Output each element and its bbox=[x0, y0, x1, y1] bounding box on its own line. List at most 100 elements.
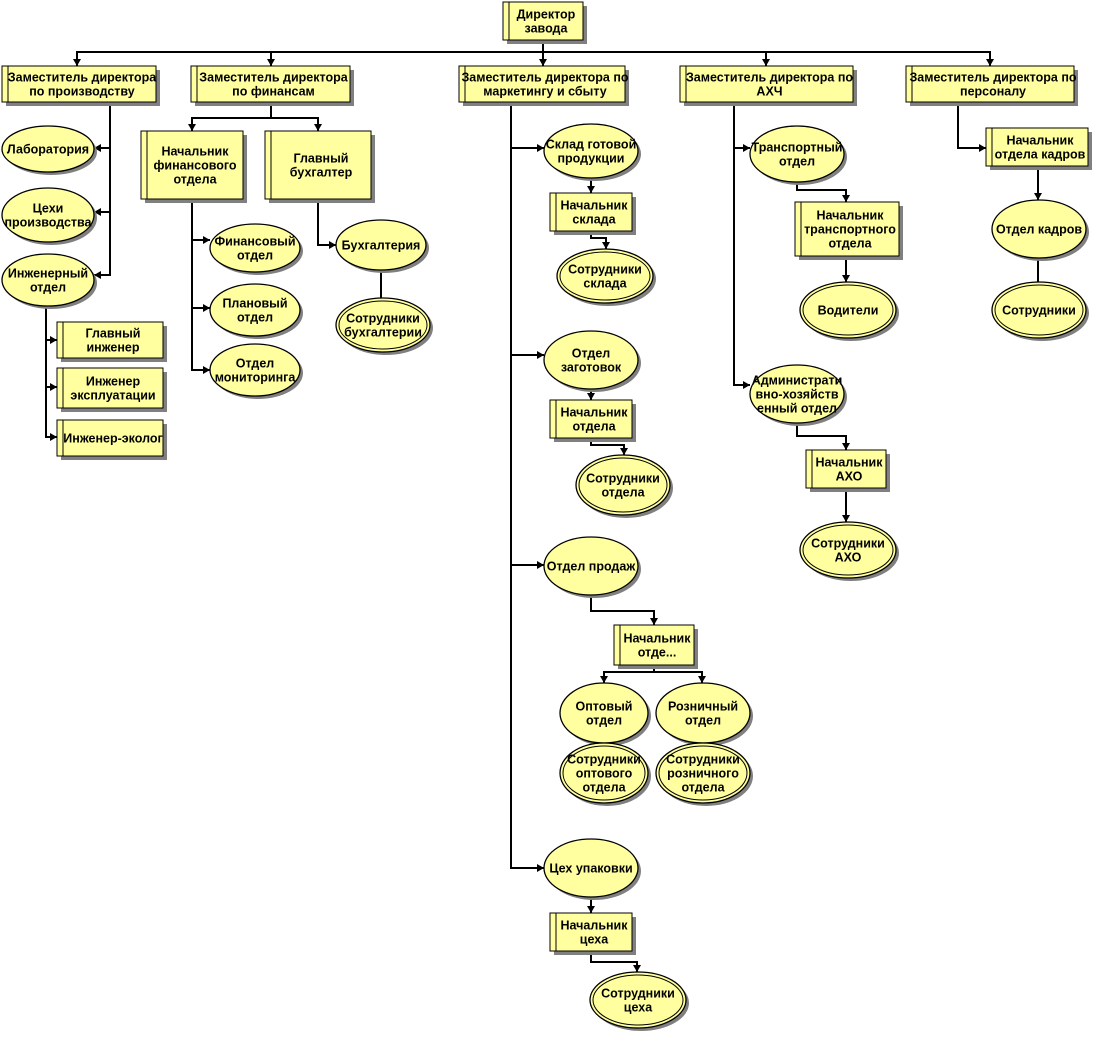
arrow-head bbox=[314, 124, 322, 131]
connector-line bbox=[191, 240, 210, 309]
arrow-head bbox=[267, 59, 275, 66]
node-box bbox=[56, 419, 164, 457]
node-box bbox=[264, 130, 372, 200]
connector-line bbox=[510, 565, 544, 869]
node-label: Заместитель директора по bbox=[909, 71, 1076, 85]
arrow-head bbox=[329, 241, 336, 249]
node-box bbox=[805, 449, 887, 489]
node-drivers[interactable]: Водители bbox=[799, 281, 899, 341]
node-label: отдела bbox=[173, 173, 217, 187]
arrow-head bbox=[602, 242, 610, 249]
arrow-head bbox=[50, 336, 57, 344]
node-hr-staff[interactable]: Сотрудники bbox=[991, 281, 1089, 341]
node-label: оптового bbox=[576, 767, 633, 781]
arrow-head bbox=[203, 366, 210, 374]
node-label: отдел bbox=[685, 714, 721, 728]
node-label: АХЧ bbox=[756, 85, 782, 99]
node-ellipse bbox=[749, 364, 845, 424]
connector-line bbox=[543, 51, 767, 66]
connector-line bbox=[45, 340, 57, 388]
connector-line bbox=[733, 102, 750, 149]
node-box bbox=[905, 65, 1075, 103]
node-box bbox=[794, 201, 900, 257]
node-ellipse bbox=[991, 199, 1087, 259]
node-label: Плановый bbox=[222, 297, 287, 311]
node-label: Отдел кадров bbox=[996, 223, 1082, 237]
connector-line bbox=[766, 51, 991, 66]
arrow-head bbox=[188, 124, 196, 131]
node-label: Начальник bbox=[561, 199, 629, 213]
node-label: склада bbox=[572, 213, 616, 227]
node-label: Начальник bbox=[624, 632, 692, 646]
node-ellipse bbox=[335, 219, 427, 271]
node-label: Главный bbox=[86, 327, 141, 341]
node-pack[interactable]: Цех упаковки bbox=[543, 838, 641, 900]
node-label: Главный bbox=[294, 152, 349, 166]
node-hr-dept[interactable]: Отдел кадров bbox=[991, 199, 1089, 261]
node-ellipse bbox=[589, 971, 687, 1029]
node-ellipse bbox=[543, 536, 639, 596]
node-ellipse bbox=[335, 297, 431, 353]
node-sales-dept[interactable]: Отдел продаж bbox=[543, 536, 641, 598]
node-box bbox=[985, 127, 1089, 167]
node-sales-head[interactable]: Начальникотде... bbox=[613, 624, 698, 669]
connector-line bbox=[957, 102, 986, 149]
node-label: бухгалтерии bbox=[344, 326, 422, 340]
node-label: Начальник bbox=[1007, 134, 1075, 148]
arrow-head bbox=[587, 906, 595, 913]
node-label: Отдел bbox=[572, 347, 611, 361]
node-box bbox=[458, 65, 626, 103]
arrow-head bbox=[587, 393, 595, 400]
node-label: Водители bbox=[818, 304, 879, 318]
node-box bbox=[56, 367, 164, 409]
connector-line bbox=[270, 51, 543, 66]
node-lab[interactable]: Лаборатория bbox=[1, 125, 97, 175]
node-label: Заместитель директора по bbox=[461, 71, 628, 85]
node-label: Бухгалтерия bbox=[342, 239, 421, 253]
connector-line bbox=[191, 102, 272, 131]
node-ellipse-inner bbox=[338, 300, 428, 350]
node-label: эксплуатации bbox=[70, 389, 155, 403]
node-label: Заместитель директора bbox=[8, 71, 157, 85]
arrow-head bbox=[94, 208, 101, 216]
node-eng-eco[interactable]: Инженер-эколог bbox=[56, 419, 167, 460]
node-box bbox=[549, 192, 633, 232]
arrow-head bbox=[203, 236, 210, 244]
node-accounting[interactable]: Бухгалтерия bbox=[335, 219, 429, 273]
